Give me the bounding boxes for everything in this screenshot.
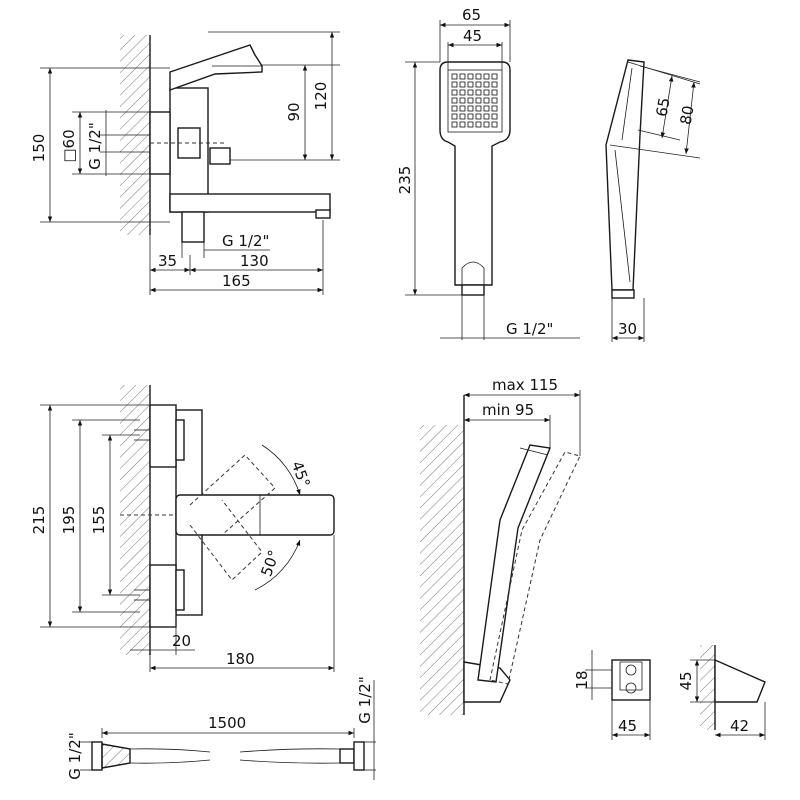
nozzle (483, 121, 490, 128)
nozzle (475, 89, 482, 96)
nozzle (483, 89, 490, 96)
dim-90: 90 (285, 102, 303, 121)
shower-in-holder (477, 444, 551, 683)
nozzle (459, 89, 466, 96)
shower-hose: 1500 G 1/2" G 1/2" (66, 676, 376, 780)
dim-180: 180 (226, 650, 255, 668)
nozzle (475, 121, 482, 128)
nozzle (467, 97, 474, 104)
shower-side-body (605, 59, 645, 291)
dim-thread-wall: G 1/2" (86, 122, 104, 169)
nozzle (475, 73, 482, 80)
wall-hatch-2 (120, 385, 150, 655)
lever-handle (169, 44, 263, 91)
dim-65-front: 65 (462, 6, 481, 24)
nozzle (467, 81, 474, 88)
nozzle-grid (451, 73, 498, 128)
wall-bracket-side: 45 42 (677, 645, 766, 740)
dim-150: 150 (30, 134, 48, 163)
nozzle (459, 97, 466, 104)
dim-bracket-45-h: 45 (677, 671, 695, 690)
nozzle (467, 105, 474, 112)
dim-165: 165 (222, 272, 251, 290)
dim-20: 20 (172, 632, 191, 650)
dim-80-side: 80 (677, 104, 698, 126)
nozzle (451, 81, 458, 88)
hand-shower-side-view: 65 80 30 (605, 59, 701, 342)
wall-hatch-3 (420, 425, 464, 715)
dim-215: 215 (30, 506, 48, 535)
nozzle (491, 97, 498, 104)
dim-square-60: □60 (60, 129, 78, 162)
dim-hose-1500: 1500 (208, 714, 246, 732)
nozzle (491, 105, 498, 112)
nozzle (467, 121, 474, 128)
dim-195: 195 (60, 506, 78, 535)
dim-angle-45: 45° (288, 459, 314, 490)
nozzle (451, 105, 458, 112)
dim-35: 35 (158, 252, 177, 270)
dim-hose-thread-right: G 1/2" (356, 676, 374, 723)
dim-bracket-42: 42 (730, 717, 749, 735)
nozzle (467, 113, 474, 120)
nozzle (459, 121, 466, 128)
dim-65-side: 65 (653, 96, 674, 118)
nozzle (451, 97, 458, 104)
nozzle (475, 97, 482, 104)
bath-mixer-side-view: 150 □60 G 1/2" 90 120 G 1/2" 35 130 16 (30, 31, 340, 295)
nozzle (459, 105, 466, 112)
dim-bracket-45-w: 45 (618, 717, 637, 735)
nozzle (451, 113, 458, 120)
nozzle (459, 113, 466, 120)
shower-ghost-max (489, 451, 581, 685)
dim-angle-50: 50° (257, 548, 283, 579)
dim-max-115: max 115 (492, 376, 558, 394)
mixer-front-view: 45° 50° 215 195 155 20 180 (30, 385, 335, 672)
shower-holder-reach-view: max 115 min 95 (420, 376, 581, 715)
nozzle (475, 113, 482, 120)
handle-rotated-up (189, 454, 276, 536)
shower-head (439, 61, 511, 286)
nozzle (491, 121, 498, 128)
wall-bracket-front: 18 45 (573, 650, 651, 740)
nozzle (475, 81, 482, 88)
dim-130: 130 (240, 252, 269, 270)
nozzle (491, 89, 498, 96)
dim-120: 120 (312, 82, 330, 111)
nozzle (483, 73, 490, 80)
hand-shower-front-view: 65 45 235 G 1/2" (396, 6, 580, 340)
nozzle (491, 81, 498, 88)
dim-thread-shower: G 1/2" (506, 320, 553, 338)
nozzle (467, 73, 474, 80)
nozzle (483, 105, 490, 112)
nozzle (491, 73, 498, 80)
handle-rotated-down (189, 499, 263, 581)
dim-45-front: 45 (463, 27, 482, 45)
nozzle (459, 73, 466, 80)
nozzle (483, 81, 490, 88)
handle-straight (175, 494, 335, 536)
nozzle (483, 113, 490, 120)
nozzle (451, 121, 458, 128)
dim-bracket-18: 18 (573, 670, 591, 689)
dim-thread-outlet: G 1/2" (222, 232, 269, 250)
dim-min-95: min 95 (482, 401, 534, 419)
nozzle (483, 97, 490, 104)
nozzle (467, 89, 474, 96)
nozzle (451, 89, 458, 96)
diverter-knob (209, 147, 231, 165)
dim-hose-thread-left: G 1/2" (66, 732, 84, 779)
nozzle (491, 113, 498, 120)
nozzle (451, 73, 458, 80)
hose-cone-left (101, 743, 131, 769)
nozzle (475, 105, 482, 112)
dim-155: 155 (90, 506, 108, 535)
dim-235: 235 (396, 166, 414, 195)
dim-30-side: 30 (618, 320, 637, 338)
nozzle (459, 81, 466, 88)
spout (169, 193, 331, 213)
